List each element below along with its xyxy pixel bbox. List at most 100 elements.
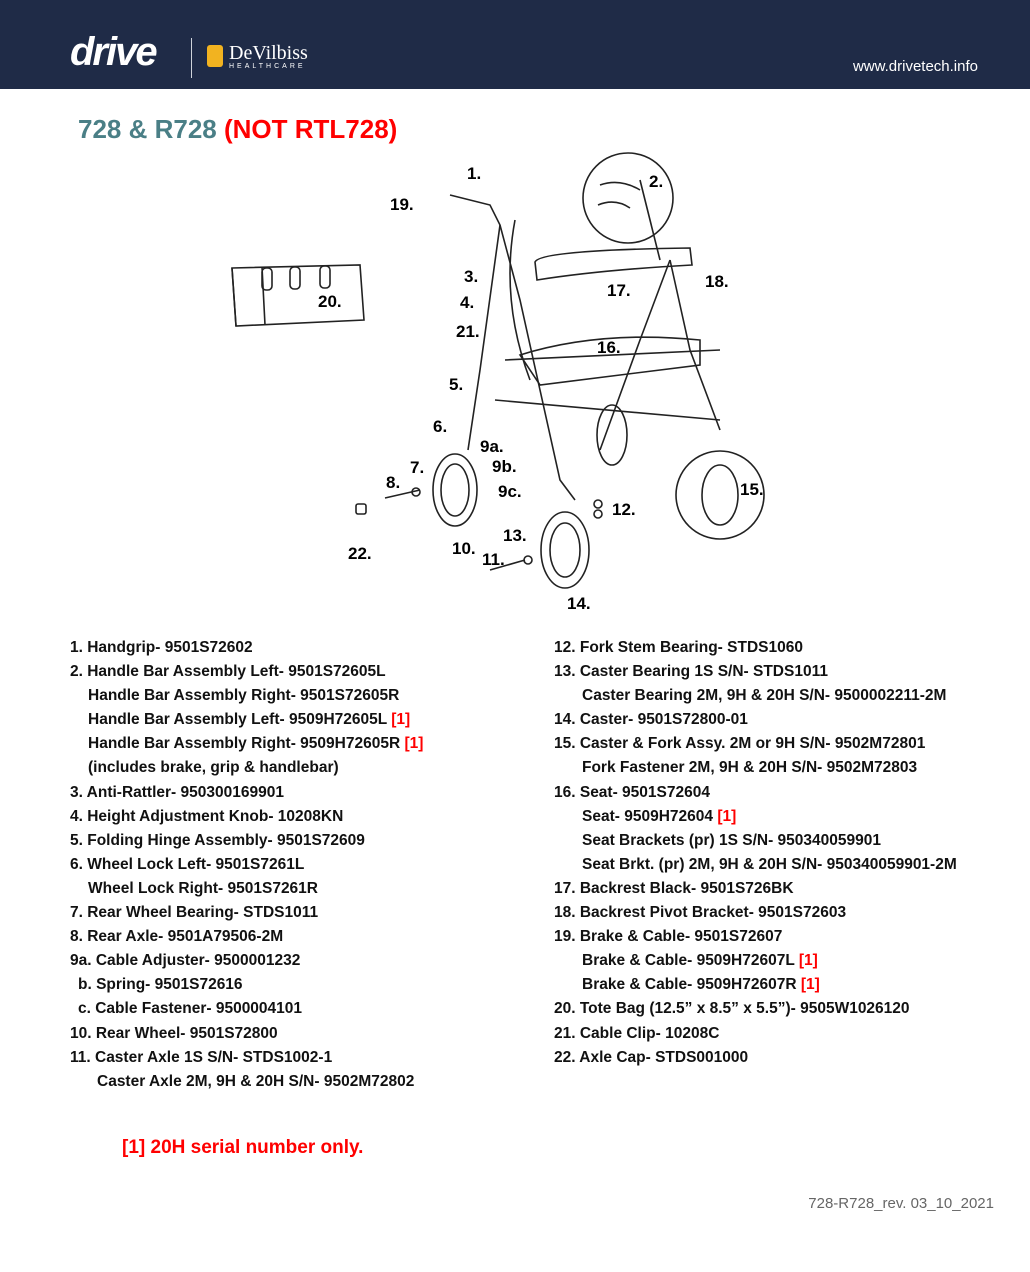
part-text: 8. Rear Axle- 9501A79506-2M xyxy=(70,928,284,946)
part-text: 6. Wheel Lock Left- 9501S7261L xyxy=(70,855,305,873)
footnote: [1] 20H serial number only. xyxy=(122,1137,364,1158)
part-text: b. Spring- 9501S72616 xyxy=(78,976,243,994)
parts-list-left: 1. Handgrip- 9501S72602 2. Handle Bar Ass… xyxy=(70,638,423,1096)
callout-9a: 9a. xyxy=(480,437,504,456)
callout-13: 13. xyxy=(503,526,527,545)
parts-list-item: 12. Fork Stem Bearing- STDS1060 xyxy=(554,638,957,662)
parts-list-item: 19. Brake & Cable- 9501S72607 xyxy=(554,927,957,951)
callout-16: 16. xyxy=(597,338,621,357)
devilbiss-name: DeVilbiss xyxy=(229,42,308,64)
parts-list-item: 15. Caster & Fork Assy. 2M or 9H S/N- 95… xyxy=(554,734,957,758)
callout-12: 12. xyxy=(612,500,636,519)
callout-9c: 9c. xyxy=(498,482,522,501)
logo-divider xyxy=(191,38,192,78)
parts-list-item: 10. Rear Wheel- 9501S72800 xyxy=(70,1024,423,1048)
part-text: Fork Fastener 2M, 9H & 20H S/N- 9502M728… xyxy=(582,759,918,777)
callout-14: 14. xyxy=(567,594,591,613)
parts-list-item: 18. Backrest Pivot Bracket- 9501S72603 xyxy=(554,903,957,927)
parts-list-item: 22. Axle Cap- STDS001000 xyxy=(554,1048,957,1072)
parts-list-item: Seat Brkt. (pr) 2M, 9H & 20H S/N- 950340… xyxy=(554,855,957,879)
devilbiss-mark-icon xyxy=(207,45,223,67)
part-text: 22. Axle Cap- STDS001000 xyxy=(554,1048,749,1066)
footnote-marker: [1] xyxy=(391,711,411,729)
part-text: 3. Anti-Rattler- 950300169901 xyxy=(70,783,284,801)
frame-drawing xyxy=(449,179,721,501)
footnote-marker: [1] xyxy=(404,735,424,753)
parts-list-item: 4. Height Adjustment Knob- 10208KN xyxy=(70,807,423,831)
part-text: 7. Rear Wheel Bearing- STDS1011 xyxy=(70,904,319,922)
part-text: Brake & Cable- 9509H72607L xyxy=(582,952,795,970)
callout-17: 17. xyxy=(607,281,631,300)
parts-list-item: 21. Cable Clip- 10208C xyxy=(554,1024,957,1048)
title-qualifier: (NOT RTL728) xyxy=(224,114,398,144)
parts-list-item: 9a. Cable Adjuster- 9500001232 xyxy=(70,951,423,975)
footnote-marker: [1] xyxy=(800,976,820,994)
wheels-drawing xyxy=(355,404,765,589)
parts-list-item: b. Spring- 9501S72616 xyxy=(70,975,423,999)
drive-logo: drive xyxy=(70,30,158,74)
part-text: 15. Caster & Fork Assy. 2M or 9H S/N- 95… xyxy=(554,735,926,753)
parts-list-item: 2. Handle Bar Assembly Left- 9501S72605L xyxy=(70,662,423,686)
callout-8: 8. xyxy=(386,473,401,492)
part-text: Seat- 9509H72604 xyxy=(582,807,713,825)
callout-1: 1. xyxy=(467,164,482,183)
parts-list-item: c. Cable Fastener- 9500004101 xyxy=(70,999,423,1023)
part-text: 16. Seat- 9501S72604 xyxy=(554,783,710,801)
part-text: Brake & Cable- 9509H72607R xyxy=(582,976,797,994)
parts-list-item: Brake & Cable- 9509H72607L [1] xyxy=(554,951,957,975)
part-text: 20. Tote Bag (12.5” x 8.5” x 5.5”)- 9505… xyxy=(554,1000,910,1018)
footnote-marker: [1] xyxy=(717,807,737,825)
parts-list-item: 1. Handgrip- 9501S72602 xyxy=(70,638,423,662)
parts-list-item: 16. Seat- 9501S72604 xyxy=(554,783,957,807)
footnote-marker: [1] xyxy=(798,952,818,970)
part-text: 11. Caster Axle 1S S/N- STDS1002-1 xyxy=(70,1048,333,1066)
parts-list-item: 3. Anti-Rattler- 950300169901 xyxy=(70,783,423,807)
page-title: 728 & R728 (NOT RTL728) xyxy=(78,114,397,145)
part-text: Seat Brackets (pr) 1S S/N- 950340059901 xyxy=(582,831,881,849)
part-text: 2. Handle Bar Assembly Left- 9501S72605L xyxy=(70,663,386,681)
parts-list-item: Handle Bar Assembly Right- 9509H72605R [… xyxy=(70,734,423,758)
callout-18: 18. xyxy=(705,272,729,291)
part-text: 21. Cable Clip- 10208C xyxy=(554,1024,720,1042)
parts-list-item: 6. Wheel Lock Left- 9501S7261L xyxy=(70,855,423,879)
parts-list-right: 12. Fork Stem Bearing- STDS1060 13. Caste… xyxy=(554,638,957,1072)
part-text: Handle Bar Assembly Right- 9509H72605R xyxy=(88,735,401,753)
callout-3: 3. xyxy=(464,267,479,286)
part-text: 14. Caster- 9501S72800-01 xyxy=(554,711,748,729)
revision-label: 728-R728_rev. 03_10_2021 xyxy=(808,1195,994,1212)
part-text: 1. Handgrip- 9501S72602 xyxy=(70,639,253,656)
parts-list-item: 7. Rear Wheel Bearing- STDS1011 xyxy=(70,903,423,927)
callout-4: 4. xyxy=(460,293,475,312)
callout-2: 2. xyxy=(649,172,664,191)
parts-list-item: Brake & Cable- 9509H72607R [1] xyxy=(554,975,957,999)
website-url[interactable]: www.drivetech.info xyxy=(852,58,978,75)
parts-list-item: 14. Caster- 9501S72800-01 xyxy=(554,710,957,734)
callout-15: 15. xyxy=(740,480,764,499)
part-text: (includes brake, grip & handlebar) xyxy=(88,759,339,777)
callout-21: 21. xyxy=(456,322,480,341)
part-text: 9a. Cable Adjuster- 9500001232 xyxy=(70,952,301,970)
parts-list-item: Caster Axle 2M, 9H & 20H S/N- 9502M72802 xyxy=(70,1072,423,1096)
parts-list-item: 11. Caster Axle 1S S/N- STDS1002-1 xyxy=(70,1048,423,1072)
parts-list-item: Caster Bearing 2M, 9H & 20H S/N- 9500002… xyxy=(554,686,957,710)
tote-bag-drawing xyxy=(231,264,365,327)
callout-9b: 9b. xyxy=(492,457,517,476)
part-text: 12. Fork Stem Bearing- STDS1060 xyxy=(554,639,803,656)
part-text: 5. Folding Hinge Assembly- 9501S72609 xyxy=(70,831,365,849)
callout-22: 22. xyxy=(348,544,372,563)
parts-list-item: Wheel Lock Right- 9501S7261R xyxy=(70,879,423,903)
rollator-drawing xyxy=(231,152,765,589)
part-text: Handle Bar Assembly Right- 9501S72605R xyxy=(88,687,400,705)
parts-list-item: Seat Brackets (pr) 1S S/N- 950340059901 xyxy=(554,831,957,855)
part-text: Seat Brkt. (pr) 2M, 9H & 20H S/N- 950340… xyxy=(582,855,957,873)
callout-11: 11. xyxy=(482,550,505,569)
parts-list-item: Fork Fastener 2M, 9H & 20H S/N- 9502M728… xyxy=(554,758,957,782)
part-text: 19. Brake & Cable- 9501S72607 xyxy=(554,928,783,946)
callout-5: 5. xyxy=(449,375,464,394)
callout-20: 20. xyxy=(318,292,342,311)
parts-list-item: 8. Rear Axle- 9501A79506-2M xyxy=(70,927,423,951)
callout-6: 6. xyxy=(433,417,448,436)
part-text: 4. Height Adjustment Knob- 10208KN xyxy=(70,807,344,825)
part-text: 13. Caster Bearing 1S S/N- STDS1011 xyxy=(554,663,828,681)
